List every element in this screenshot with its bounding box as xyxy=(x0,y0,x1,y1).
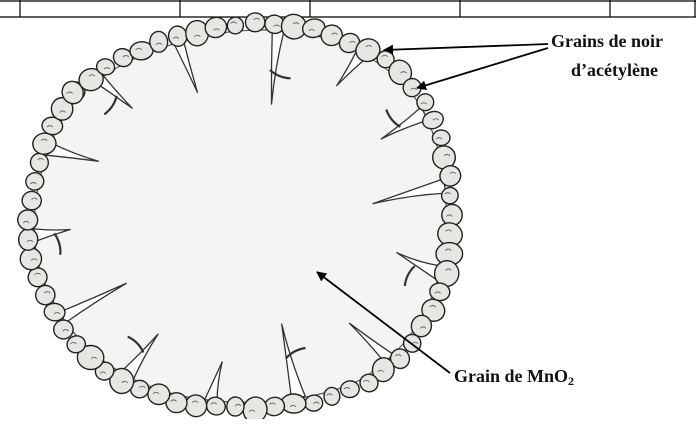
carbon-black-grain xyxy=(245,12,266,32)
carbon-black-grain xyxy=(54,320,74,339)
label-mno2-grain: Grain de MnO2 xyxy=(454,366,574,389)
label-mno2-main: Grain de MnO xyxy=(454,366,568,386)
carbon-black-grain xyxy=(148,384,170,405)
arrow-carbon-black-2 xyxy=(417,48,548,88)
arrow-carbon-black-1 xyxy=(384,44,548,50)
carbon-black-grain xyxy=(324,387,341,406)
carbon-black-grain xyxy=(149,31,168,53)
label-carbon-black-line2: d’acétylène xyxy=(571,60,658,81)
label-carbon-black-line1: Grains de noir xyxy=(551,31,663,52)
carbon-black-grain xyxy=(22,191,42,210)
table-border-top xyxy=(0,0,696,17)
carbon-black-grain xyxy=(432,130,450,146)
label-mno2-subscript: 2 xyxy=(568,374,574,388)
